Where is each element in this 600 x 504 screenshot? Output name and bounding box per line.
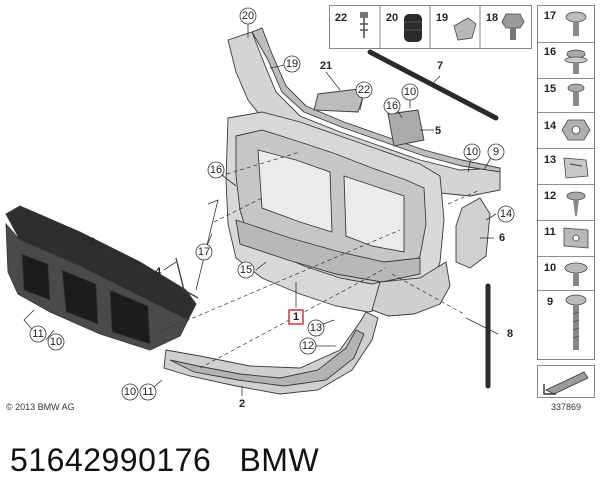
callout-6: 6	[499, 232, 505, 244]
legend-label-14: 14	[544, 120, 557, 132]
callout-5: 5	[435, 125, 441, 137]
legend-label-16: 16	[544, 46, 556, 58]
callout-11-left: 11	[32, 328, 43, 340]
callout-20-top: 20	[242, 10, 254, 22]
highlight-box	[288, 309, 304, 325]
legend-label-10: 10	[544, 262, 556, 274]
orientation-arrow-box	[537, 365, 595, 398]
callout-14: 14	[500, 208, 512, 220]
callout-11-bottom: 11	[142, 386, 153, 398]
long-bolt-icon	[565, 294, 587, 350]
rubber-grommet-icon	[404, 14, 422, 42]
lower-bracket	[163, 311, 379, 395]
legend-label-22: 22	[335, 12, 347, 24]
callout-10-left: 10	[50, 336, 62, 348]
callout-circle	[307, 319, 325, 337]
callout-circle	[355, 81, 373, 99]
callout-circle	[29, 325, 47, 343]
callout-circle	[47, 333, 65, 351]
callout-circle	[497, 205, 515, 223]
callout-circle	[121, 383, 139, 401]
legend-label-12: 12	[544, 190, 556, 202]
callouts: 20 19 21 22 16 10 5 7 10 9 16 17 3 4 15 …	[29, 7, 515, 410]
copyright-text: © 2013 BMW AG	[6, 402, 75, 412]
callout-circle	[239, 7, 257, 25]
callout-1: 1	[293, 311, 299, 323]
legend-label-13: 13	[544, 154, 556, 166]
callout-9: 9	[493, 146, 499, 158]
callout-circle	[207, 161, 225, 179]
callout-17: 17	[198, 246, 210, 258]
callout-circle	[463, 143, 481, 161]
callout-10-upper: 10	[404, 86, 416, 98]
callout-circle	[283, 55, 301, 73]
legend-label-15: 15	[544, 83, 556, 95]
callout-16-left: 16	[210, 164, 222, 176]
callout-16-upper: 16	[386, 100, 398, 112]
callout-10-right: 10	[466, 146, 478, 158]
diagram-id: 337869	[551, 402, 581, 412]
hex-bolt-icon	[501, 13, 525, 40]
callout-13: 13	[310, 322, 322, 334]
brand-name: BMW	[239, 442, 320, 478]
legend-right: 17 16 15 14 13 12 1	[537, 5, 595, 360]
legend-label-20: 20	[386, 12, 398, 24]
callout-3: 3	[89, 236, 95, 248]
collar-screw-icon	[564, 49, 588, 74]
callout-19: 19	[286, 58, 298, 70]
callout-2: 2	[239, 398, 245, 410]
callout-circle	[487, 143, 505, 161]
callout-7: 7	[437, 60, 443, 72]
legend-top: 22 20 19 18	[329, 5, 532, 49]
washer-screw-icon	[564, 262, 588, 286]
part-number: 51642990176	[10, 442, 212, 478]
radiator-grille-carrier	[5, 205, 197, 351]
clip-nut-icon	[563, 227, 589, 249]
tapping-screw-icon	[566, 191, 586, 216]
bolt-icon	[567, 83, 585, 106]
callout-circle	[401, 83, 419, 101]
legend-label-19: 19	[436, 12, 448, 24]
seal-strips	[175, 49, 499, 389]
callout-21: 21	[320, 60, 332, 72]
part-caption: 51642990176 BMW	[10, 442, 319, 479]
callout-22: 22	[358, 84, 370, 96]
hex-nut-icon	[561, 119, 591, 141]
push-pin-clip-icon	[360, 12, 368, 38]
spring-clip-icon	[563, 157, 589, 179]
callout-circle	[139, 383, 157, 401]
screw-icon	[565, 11, 587, 36]
legend-label-17: 17	[544, 10, 556, 22]
callout-circle	[299, 337, 317, 355]
callout-10-bottom: 10	[124, 386, 136, 398]
callout-circle	[383, 97, 401, 115]
callout-circle	[195, 243, 213, 261]
callout-circle	[237, 261, 255, 279]
bracket-clip-icon	[453, 17, 477, 41]
front-panel-carrier	[225, 27, 501, 317]
callout-15: 15	[240, 264, 252, 276]
side-bracket	[455, 197, 491, 269]
arrow-icon	[545, 371, 589, 395]
legend-label-9: 9	[547, 296, 553, 308]
legend-label-18: 18	[486, 12, 498, 24]
callout-4: 4	[155, 266, 162, 278]
callout-8: 8	[507, 328, 513, 340]
callout-12: 12	[302, 340, 314, 352]
legend-label-11: 11	[544, 226, 556, 238]
